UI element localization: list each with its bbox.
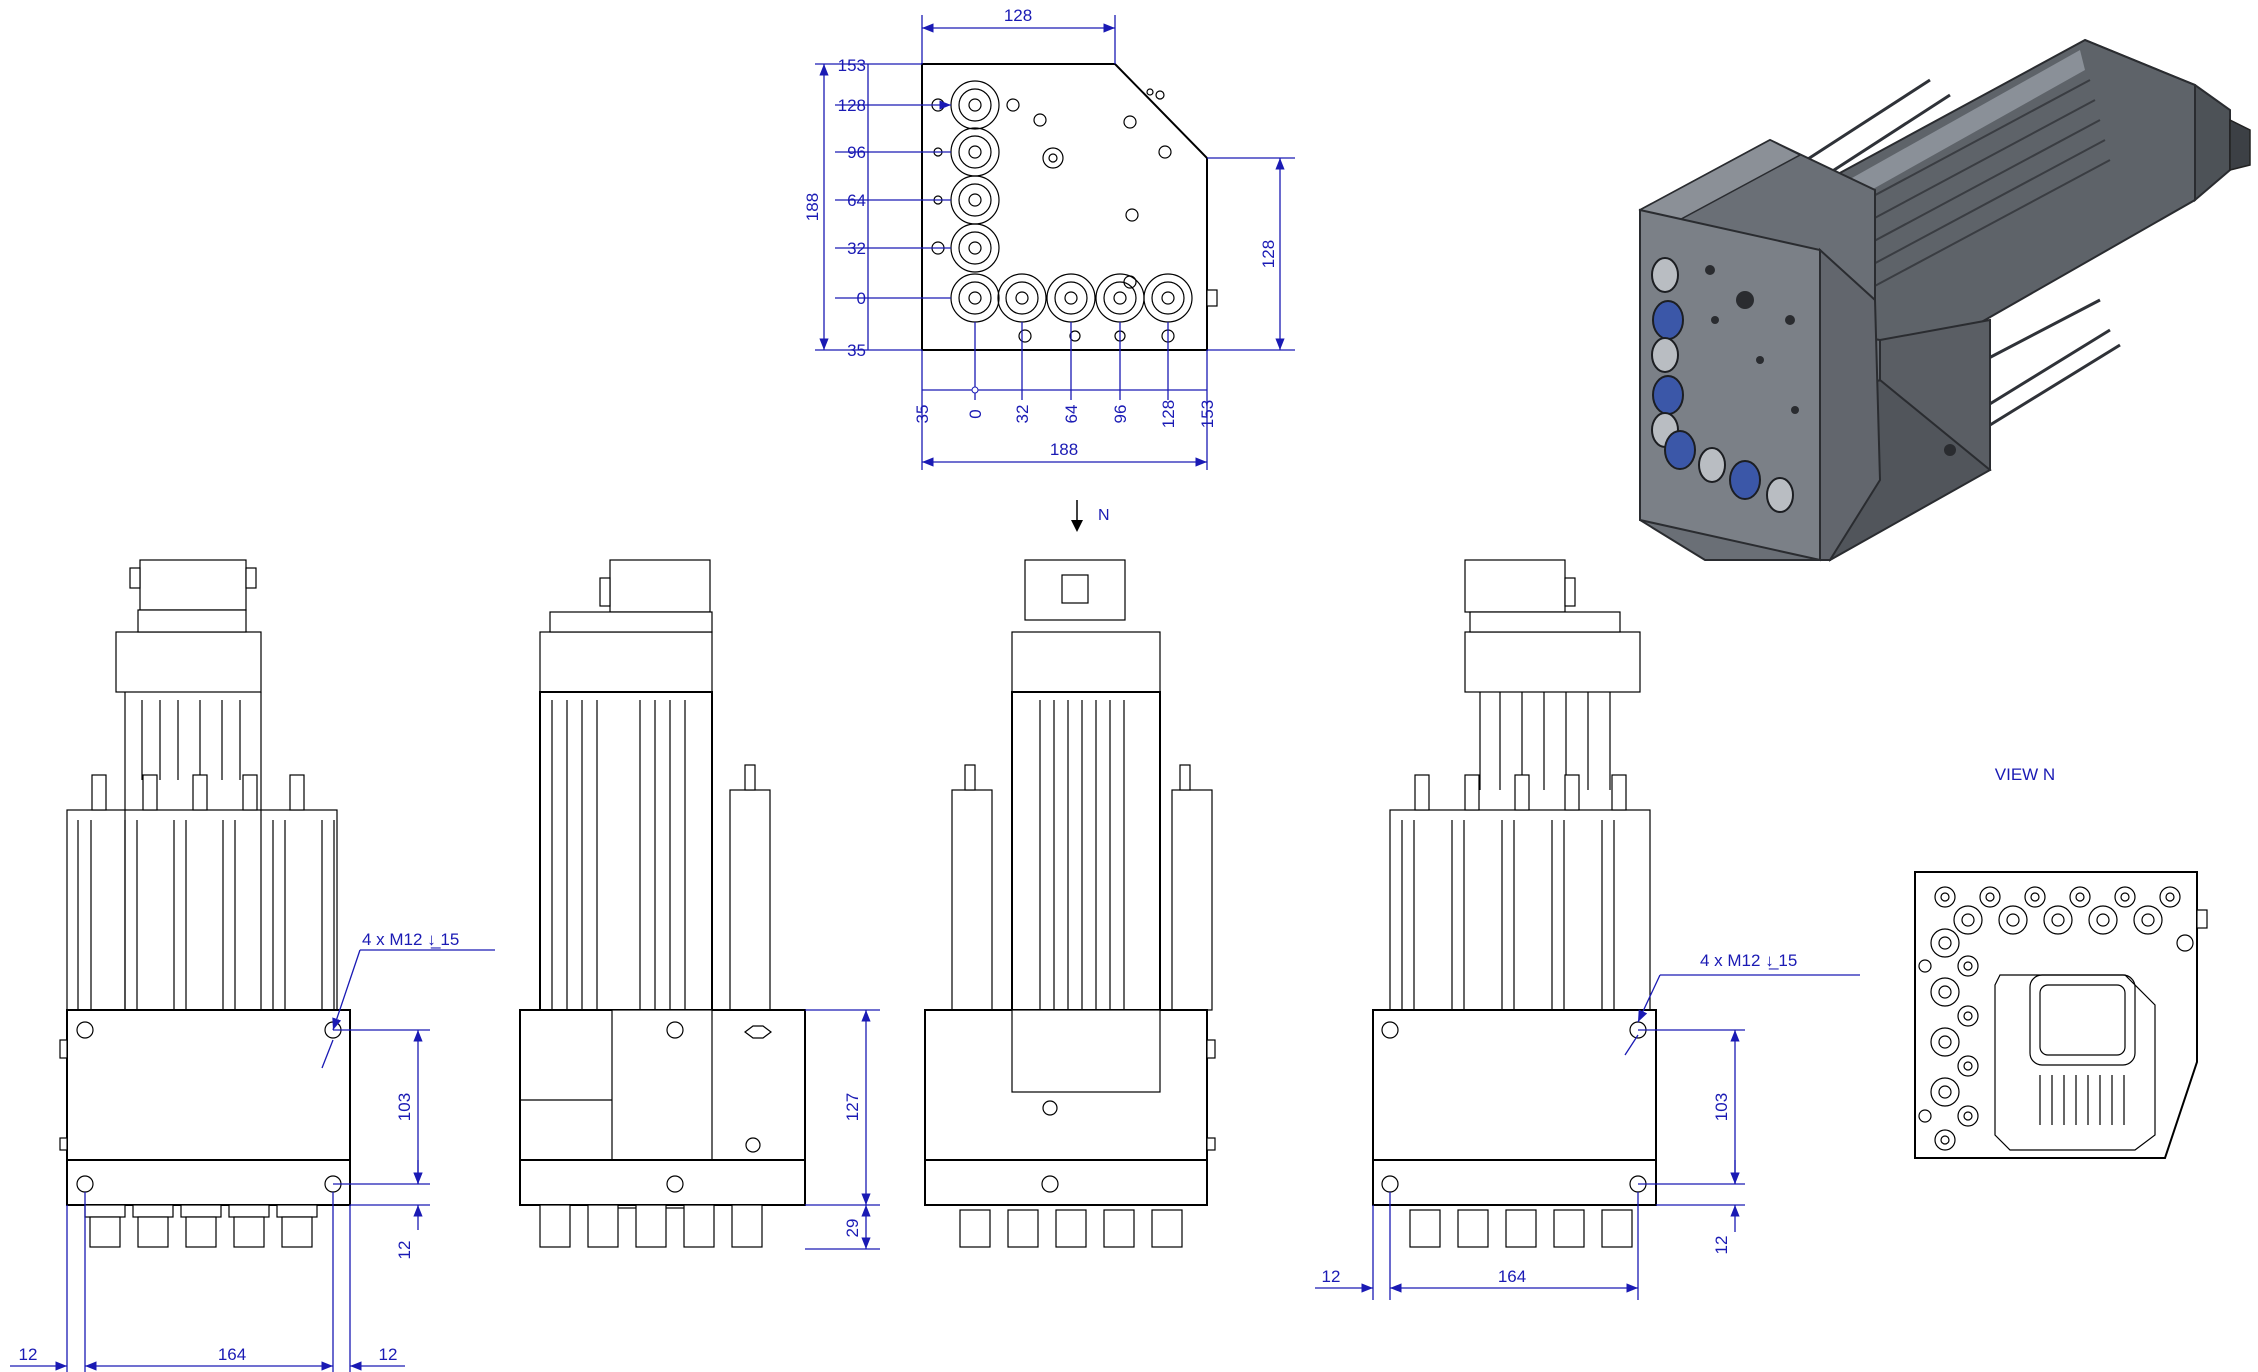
back-width-left: 12 xyxy=(1322,1267,1341,1286)
back-elevation-view xyxy=(1372,559,1657,1248)
side-elevation-view xyxy=(519,559,806,1248)
dim-top-width: 128 xyxy=(1004,6,1032,25)
front-width-right: 12 xyxy=(379,1345,398,1364)
view-arrow-label: N xyxy=(1098,507,1110,524)
back-width-mid: 164 xyxy=(1498,1267,1526,1286)
dim-bottom-width: 188 xyxy=(1050,440,1078,459)
dim-left-height: 188 xyxy=(803,193,822,221)
ord-left-0: 0 xyxy=(857,289,866,308)
ord-left-64: 64 xyxy=(847,191,866,210)
ord-bottom-128: 128 xyxy=(1159,400,1178,428)
isometric-render xyxy=(1638,38,2251,562)
ord-left-96: 96 xyxy=(847,143,866,162)
ord-bottom-32: 32 xyxy=(1013,405,1032,424)
port-column xyxy=(950,80,1000,323)
port-row xyxy=(997,273,1193,323)
centre-elevation-view xyxy=(924,559,1216,1248)
dim-right-height: 128 xyxy=(1259,240,1278,268)
side-height-29: 29 xyxy=(843,1219,862,1238)
ord-bottom-153: 153 xyxy=(1198,400,1217,428)
back-height-103: 103 xyxy=(1712,1093,1731,1121)
front-height-103: 103 xyxy=(395,1093,414,1121)
front-height-12: 12 xyxy=(395,1241,414,1260)
ord-bottom-0: 0 xyxy=(966,409,985,418)
front-view-dimensions: 4 x M12 ↓̲ 15 103 12 12 164 12 xyxy=(10,930,495,1372)
ord-left-32: 32 xyxy=(847,239,866,258)
view-n-drawing xyxy=(1914,871,2208,1159)
side-height-127: 127 xyxy=(843,1093,862,1121)
top-view-dimensions: 128 188 153 128 96 64 32 0 35 128 xyxy=(803,6,1295,470)
ord-left-153: 153 xyxy=(838,56,866,75)
view-direction-arrow: N xyxy=(1071,500,1110,532)
ord-bottom-35: 35 xyxy=(913,405,932,424)
back-hole-note: 4 x M12 ↓̲ 15 xyxy=(1700,951,1797,970)
back-view-dimensions: 4 x M12 ↓̲ 15 103 12 12 164 xyxy=(1315,951,1860,1300)
front-elevation-view xyxy=(59,559,351,1248)
back-height-12: 12 xyxy=(1712,1236,1731,1255)
ord-left-35: 35 xyxy=(847,341,866,360)
top-plan-view xyxy=(921,63,1218,351)
view-n-title: VIEW N xyxy=(1995,765,2055,784)
front-width-mid: 164 xyxy=(218,1345,246,1364)
front-width-left: 12 xyxy=(19,1345,38,1364)
ord-bottom-64: 64 xyxy=(1062,405,1081,424)
ord-left-128: 128 xyxy=(838,96,866,115)
ord-bottom-96: 96 xyxy=(1111,405,1130,424)
side-view-dimensions: 127 29 xyxy=(805,1009,880,1250)
front-hole-note: 4 x M12 ↓̲ 15 xyxy=(362,930,459,949)
